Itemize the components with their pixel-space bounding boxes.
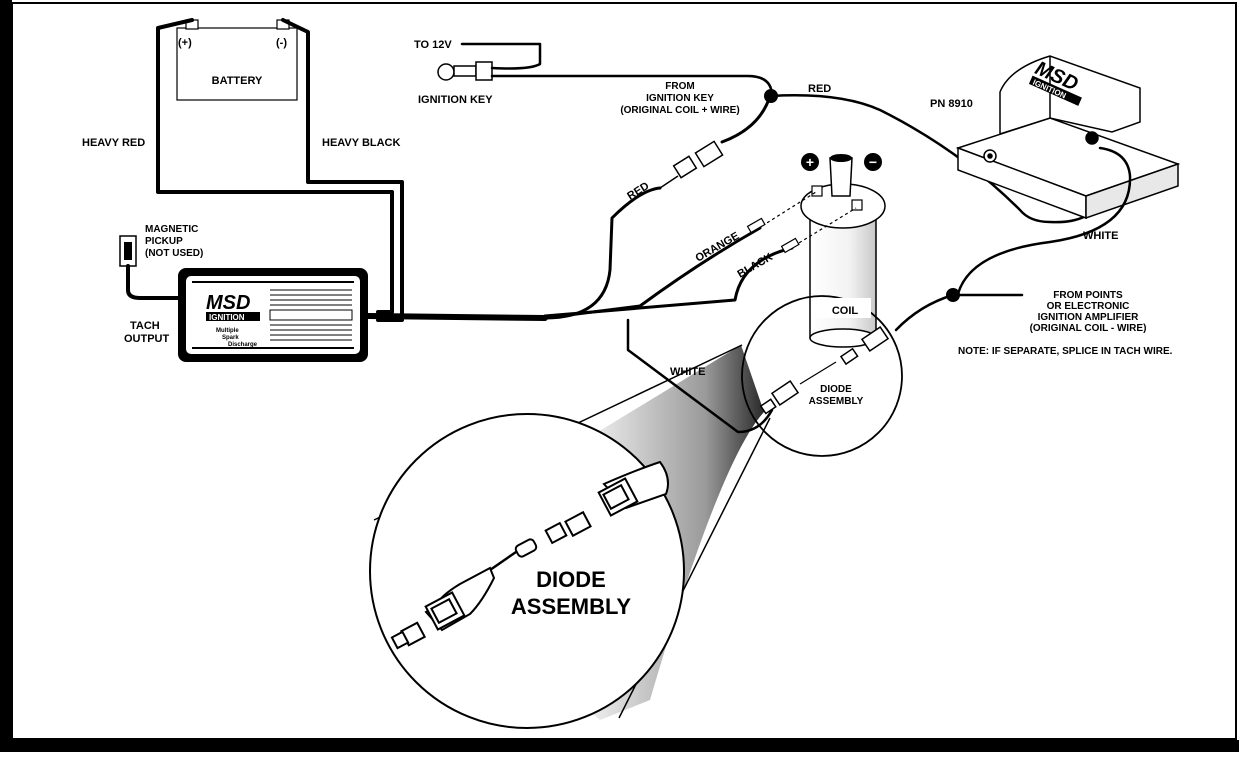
- white-from-tach: [956, 146, 1132, 296]
- red-connector: [659, 140, 724, 189]
- coil-plus-icon: [801, 153, 819, 171]
- from-key-2: IGNITION KEY: [646, 93, 714, 104]
- magnetic-label-2: PICKUP: [145, 236, 183, 247]
- large-diode-assembly: [390, 460, 669, 650]
- heavy-black-label: HEAVY BLACK: [322, 137, 400, 149]
- coil-minus-symbol: −: [869, 154, 877, 170]
- msd-logo: MSD: [206, 292, 250, 314]
- ignition-key-label: IGNITION KEY: [418, 94, 493, 106]
- black-wire: [543, 246, 794, 318]
- small-diode-assembly: [759, 326, 890, 415]
- tach-adapter: [955, 55, 1181, 220]
- msd-line-2: Spark: [222, 335, 239, 341]
- black-dotted: [793, 207, 857, 247]
- white-center-wire: [626, 318, 774, 434]
- white-center-label: WHITE: [670, 366, 705, 378]
- msd-line-1: Multiple: [216, 328, 239, 334]
- coil-plus-symbol: +: [806, 154, 814, 170]
- magnified-circle: [369, 413, 685, 729]
- from-points-2: OR ELECTRONIC: [1047, 301, 1130, 312]
- heavy-black-cable: [281, 18, 404, 322]
- from-points-3: IGNITION AMPLIFIER: [1038, 312, 1140, 323]
- battery: (+) (-) BATTERY: [176, 19, 298, 101]
- white-right-label: WHITE: [1083, 230, 1118, 242]
- coil-label: COIL: [832, 305, 859, 317]
- orange-dotted: [761, 191, 817, 227]
- heavy-red-cable: [156, 18, 394, 314]
- ignition-key: [437, 61, 493, 81]
- diode-small-2: ASSEMBLY: [809, 396, 864, 407]
- diode-to-splice: [894, 293, 955, 332]
- black-terminal: [780, 237, 800, 254]
- msd-ignition-box: MSD IGNITION Multiple Spark Discharge: [178, 268, 368, 362]
- magnetic-pickup: [119, 235, 182, 300]
- red-wire: [543, 186, 662, 320]
- to-12v-label: TO 12V: [414, 39, 452, 51]
- from-points-1: FROM POINTS: [1053, 290, 1123, 301]
- from-points-4: (ORIGINAL COIL - WIRE): [1030, 323, 1147, 334]
- frame-border: [11, 2, 1237, 740]
- tach-label-1: TACH: [130, 320, 160, 332]
- small-diode-circle: [741, 295, 903, 457]
- diode-big-1: DIODE: [536, 567, 606, 592]
- red-top-label: RED: [808, 83, 831, 95]
- msd-line-3: Discharge: [228, 342, 258, 348]
- magnetic-label-3: (NOT USED): [145, 248, 203, 259]
- tach-label-2: OUTPUT: [124, 333, 170, 345]
- coil-minus-icon: [864, 153, 882, 171]
- from-key-3: (ORIGINAL COIL + WIRE): [620, 105, 739, 116]
- orange-wire: [543, 226, 762, 320]
- battery-plus-label: (+): [178, 37, 192, 49]
- frame-bottom: [0, 740, 1239, 752]
- red-to-tach: [769, 94, 1102, 224]
- from-key-1: FROM: [665, 81, 694, 92]
- pn-label: PN 8910: [930, 98, 973, 110]
- msd-logo-sub: IGNITION: [209, 313, 245, 322]
- heavy-red-label: HEAVY RED: [82, 137, 145, 149]
- main-harness: [365, 313, 548, 321]
- magnetic-label-1: MAGNETIC: [145, 224, 198, 235]
- orange-terminal: [746, 217, 766, 234]
- to-12v-wire: [460, 42, 542, 70]
- battery-label: BATTERY: [212, 75, 263, 87]
- frame-left: [0, 0, 12, 752]
- note-label: NOTE: IF SEPARATE, SPLICE IN TACH WIRE.: [958, 346, 1173, 357]
- diode-big-2: ASSEMBLY: [511, 594, 632, 619]
- battery-minus-label: (-): [276, 37, 287, 49]
- diode-small-1: DIODE: [820, 384, 852, 395]
- coil-label-bg: [811, 298, 871, 318]
